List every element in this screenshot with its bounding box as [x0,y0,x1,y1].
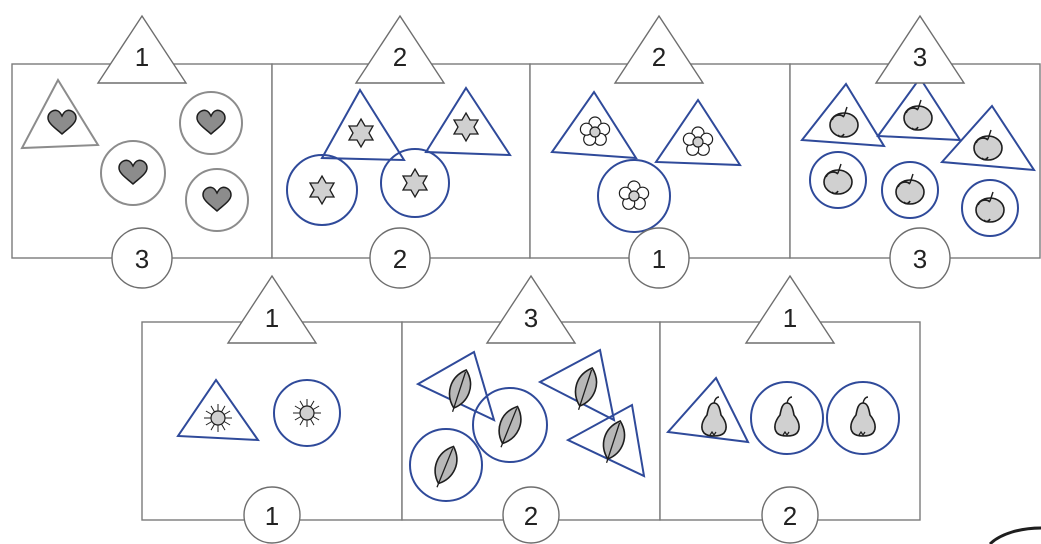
triangle-count: 1 [135,42,149,72]
circle-count: 2 [783,501,797,531]
triangle-badge: 1 [98,16,186,83]
triangle-badge: 3 [487,276,575,343]
corner-stroke-decoration [990,528,1041,544]
triangle-badge: 2 [356,16,444,83]
circle-count: 2 [393,244,407,274]
triangle-count: 1 [783,303,797,333]
circle-badge: 1 [244,487,300,543]
circle-count: 2 [524,501,538,531]
circle-count: 1 [652,244,666,274]
triangle-count: 1 [265,303,279,333]
circle-badge: 2 [503,487,559,543]
circle-badge: 1 [629,228,689,288]
triangle-count: 2 [393,42,407,72]
triangle-badge: 3 [876,16,964,83]
circle-count: 1 [265,501,279,531]
triangle-badge: 1 [746,276,834,343]
circle-count: 3 [913,244,927,274]
triangle-count: 3 [524,303,538,333]
triangle-count: 2 [652,42,666,72]
circle-badge: 3 [112,228,172,288]
triangle-badge: 1 [228,276,316,343]
triangle-badge: 2 [615,16,703,83]
circle-badge: 3 [890,228,950,288]
triangle-count: 3 [913,42,927,72]
circle-count: 3 [135,244,149,274]
circle-badge: 2 [762,487,818,543]
circle-badge: 2 [370,228,430,288]
